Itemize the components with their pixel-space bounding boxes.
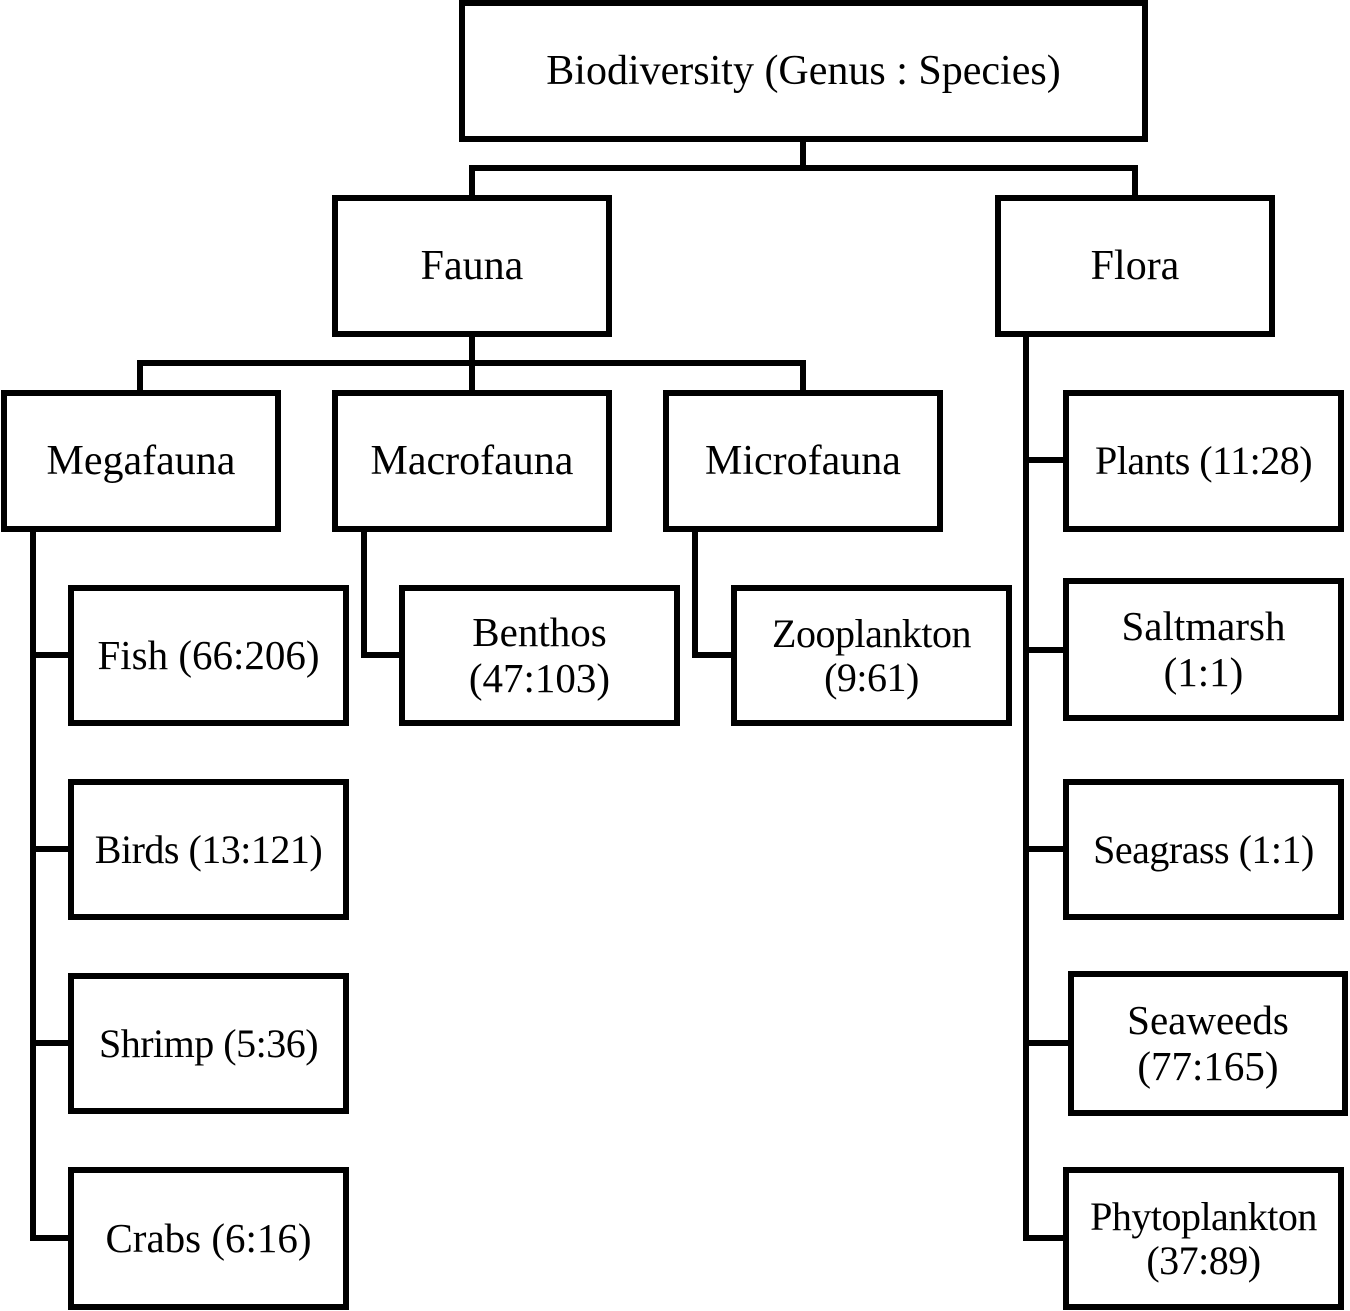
node-microfauna: Microfauna	[663, 390, 943, 532]
node-seaweeds: Seaweeds (77:165)	[1068, 971, 1348, 1116]
node-label: Fauna	[420, 242, 524, 289]
node-label-line1: Seaweeds	[1127, 997, 1289, 1044]
node-label: Seagrass (1:1)	[1093, 826, 1314, 872]
node-label: Megafauna	[46, 437, 236, 484]
node-saltmarsh: Saltmarsh (1:1)	[1063, 578, 1344, 721]
node-label: Shrimp (5:36)	[98, 1020, 319, 1066]
node-label-line2: (1:1)	[1163, 648, 1244, 695]
node-seagrass: Seagrass (1:1)	[1063, 779, 1344, 920]
node-birds: Birds (13:121)	[68, 779, 349, 920]
node-macrofauna: Macrofauna	[332, 390, 612, 532]
node-plants: Plants (11:28)	[1063, 390, 1344, 532]
node-zooplankton: Zooplankton (9:61)	[731, 585, 1012, 726]
node-label: Macrofauna	[370, 437, 574, 484]
node-label: Microfauna	[705, 437, 901, 484]
node-label: Flora	[1090, 242, 1180, 289]
node-label: Fish (66:206)	[97, 631, 320, 678]
node-label-line1: Zooplankton	[772, 610, 971, 656]
node-label: Biodiversity (Genus : Species)	[546, 47, 1061, 94]
node-benthos: Benthos (47:103)	[399, 585, 680, 726]
node-fish: Fish (66:206)	[68, 585, 349, 726]
node-label: Plants (11:28)	[1094, 438, 1313, 483]
node-label-line2: (37:89)	[1146, 1237, 1261, 1283]
node-label: Birds (13:121)	[94, 826, 323, 872]
node-biodiversity: Biodiversity (Genus : Species)	[459, 0, 1148, 142]
node-label-line1: Benthos	[472, 609, 607, 656]
node-flora: Flora	[995, 195, 1275, 337]
node-label-line1: Phytoplankton	[1090, 1193, 1317, 1239]
node-label-line2: (9:61)	[824, 654, 919, 700]
node-megafauna: Megafauna	[1, 390, 281, 532]
node-label-line1: Saltmarsh	[1121, 603, 1286, 650]
node-label: Crabs (6:16)	[105, 1214, 312, 1261]
node-label-line2: (77:165)	[1137, 1042, 1279, 1089]
node-shrimp: Shrimp (5:36)	[68, 973, 349, 1114]
node-phytoplankton: Phytoplankton (37:89)	[1063, 1167, 1344, 1310]
node-fauna: Fauna	[332, 195, 612, 337]
node-crabs: Crabs (6:16)	[68, 1167, 349, 1310]
node-label-line2: (47:103)	[468, 654, 611, 701]
